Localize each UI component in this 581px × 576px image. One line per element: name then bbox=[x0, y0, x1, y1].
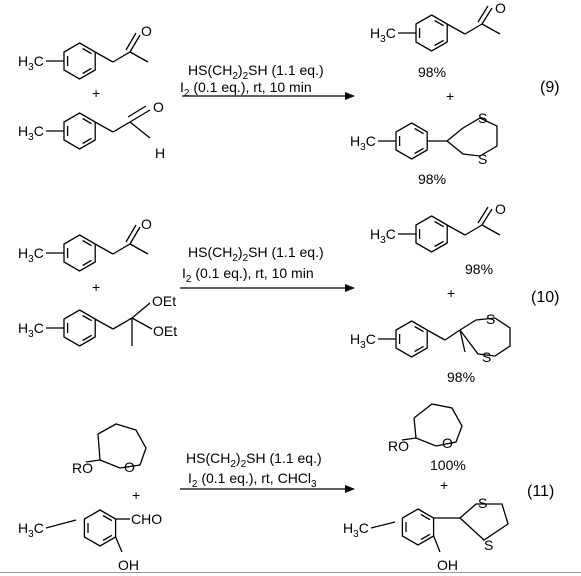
eq10-condition-line: I2 (0.1 eq.), rt, 10 min bbox=[182, 265, 314, 285]
benzene-ring bbox=[63, 234, 96, 272]
oxygen-label: O bbox=[141, 23, 152, 39]
h3c-label: H3C bbox=[18, 53, 44, 73]
sulfur-label: S bbox=[478, 151, 487, 167]
plus-sign: + bbox=[132, 487, 140, 503]
eq9-reagent-line: HS(CH2)2SH (1.1 eq.) bbox=[188, 62, 324, 82]
eq11-reactant-thp-ether: RO O bbox=[72, 423, 147, 476]
h3c-label: H3C bbox=[370, 226, 396, 246]
ethoxy-label: OEt bbox=[152, 293, 176, 309]
ro-label: RO bbox=[388, 438, 409, 454]
eq9-yield-ketone: 98% bbox=[418, 64, 446, 80]
benzene-ring bbox=[415, 215, 448, 253]
plus-sign: + bbox=[92, 279, 100, 295]
benzene-ring bbox=[83, 509, 117, 547]
oxygen-label: O bbox=[124, 459, 135, 475]
eq11-number: (11) bbox=[527, 483, 554, 500]
ro-label: RO bbox=[72, 460, 93, 476]
benzene-ring bbox=[415, 14, 448, 52]
hydroxyl-label: OH bbox=[437, 557, 458, 573]
plus-sign: + bbox=[440, 477, 448, 493]
benzene-ring bbox=[395, 122, 428, 160]
eq10-reactant-ketal: H3C OEt OEt bbox=[18, 293, 177, 347]
benzene-ring bbox=[401, 508, 435, 546]
oxygen-label: O bbox=[153, 99, 164, 115]
bottom-rule bbox=[0, 572, 581, 573]
eq10-reactant-ketone: H3C O bbox=[18, 216, 152, 272]
sulfur-label: S bbox=[484, 537, 493, 553]
benzene-ring bbox=[63, 309, 96, 347]
eq10-product-ketone: H3C O bbox=[370, 201, 506, 253]
h3c-label: H3C bbox=[343, 520, 369, 540]
oxygen-label: O bbox=[495, 0, 506, 16]
oxygen-label: O bbox=[495, 201, 506, 217]
eq11-condition-line: I2 (0.1 eq.), rt, CHCl3 bbox=[188, 470, 317, 490]
eq11-yield-thp: 100% bbox=[430, 457, 466, 473]
benzene-ring bbox=[63, 112, 96, 150]
eq10-reagent-line: HS(CH2)2SH (1.1 eq.) bbox=[188, 244, 324, 264]
h3c-label: H3C bbox=[350, 331, 376, 351]
h3c-label: H3C bbox=[18, 320, 44, 340]
eq11-product-thp-ether: RO O bbox=[388, 403, 463, 454]
h3c-label: H3C bbox=[350, 133, 376, 153]
sulfur-label: S bbox=[482, 349, 491, 365]
sulfur-label: S bbox=[478, 495, 487, 511]
eq9-condition-line: I2 (0.1 eq.), rt, 10 min bbox=[180, 79, 312, 99]
eq9-product-dithiane: H3C S S bbox=[350, 110, 498, 167]
eq10-product-dithiane: H3C S S bbox=[350, 311, 511, 365]
eq11-reactant-salicylaldehyde: H3C CHO OH bbox=[18, 509, 162, 573]
aldehyde-label: CHO bbox=[131, 511, 162, 527]
ethoxy-label: OEt bbox=[153, 323, 177, 339]
plus-sign: + bbox=[447, 285, 455, 301]
benzene-ring bbox=[395, 320, 428, 358]
hydrogen-label: H bbox=[155, 145, 165, 161]
h3c-label: H3C bbox=[370, 25, 396, 45]
oxygen-label: O bbox=[141, 216, 152, 232]
h3c-label: H3C bbox=[18, 245, 44, 265]
eq9-yield-dithiane: 98% bbox=[418, 171, 446, 187]
hydroxyl-label: OH bbox=[118, 557, 139, 573]
benzene-ring bbox=[63, 42, 96, 80]
h3c-label: H3C bbox=[18, 123, 44, 143]
eq9-product-ketone: H3C O bbox=[370, 0, 506, 52]
eq10-yield-dithiane: 98% bbox=[447, 369, 475, 385]
sulfur-label: S bbox=[486, 311, 495, 327]
eq10-number: (10) bbox=[531, 289, 559, 306]
eq9-reactant-aldehyde: H3C O H bbox=[18, 99, 165, 161]
eq11-product-dithiolane: H3C S S OH bbox=[343, 495, 509, 573]
oxygen-label: O bbox=[442, 435, 453, 451]
sulfur-label: S bbox=[478, 110, 487, 126]
plus-sign: + bbox=[92, 85, 100, 101]
eq9-reactant-ketone: H3C O bbox=[18, 23, 152, 80]
eq11-reagent-line: HS(CH2)2SH (1.1 eq.) bbox=[186, 450, 322, 470]
eq10-yield-ketone: 98% bbox=[465, 261, 493, 277]
eq9-number: (9) bbox=[540, 79, 560, 96]
plus-sign: + bbox=[446, 88, 454, 104]
h3c-label: H3C bbox=[18, 520, 44, 540]
